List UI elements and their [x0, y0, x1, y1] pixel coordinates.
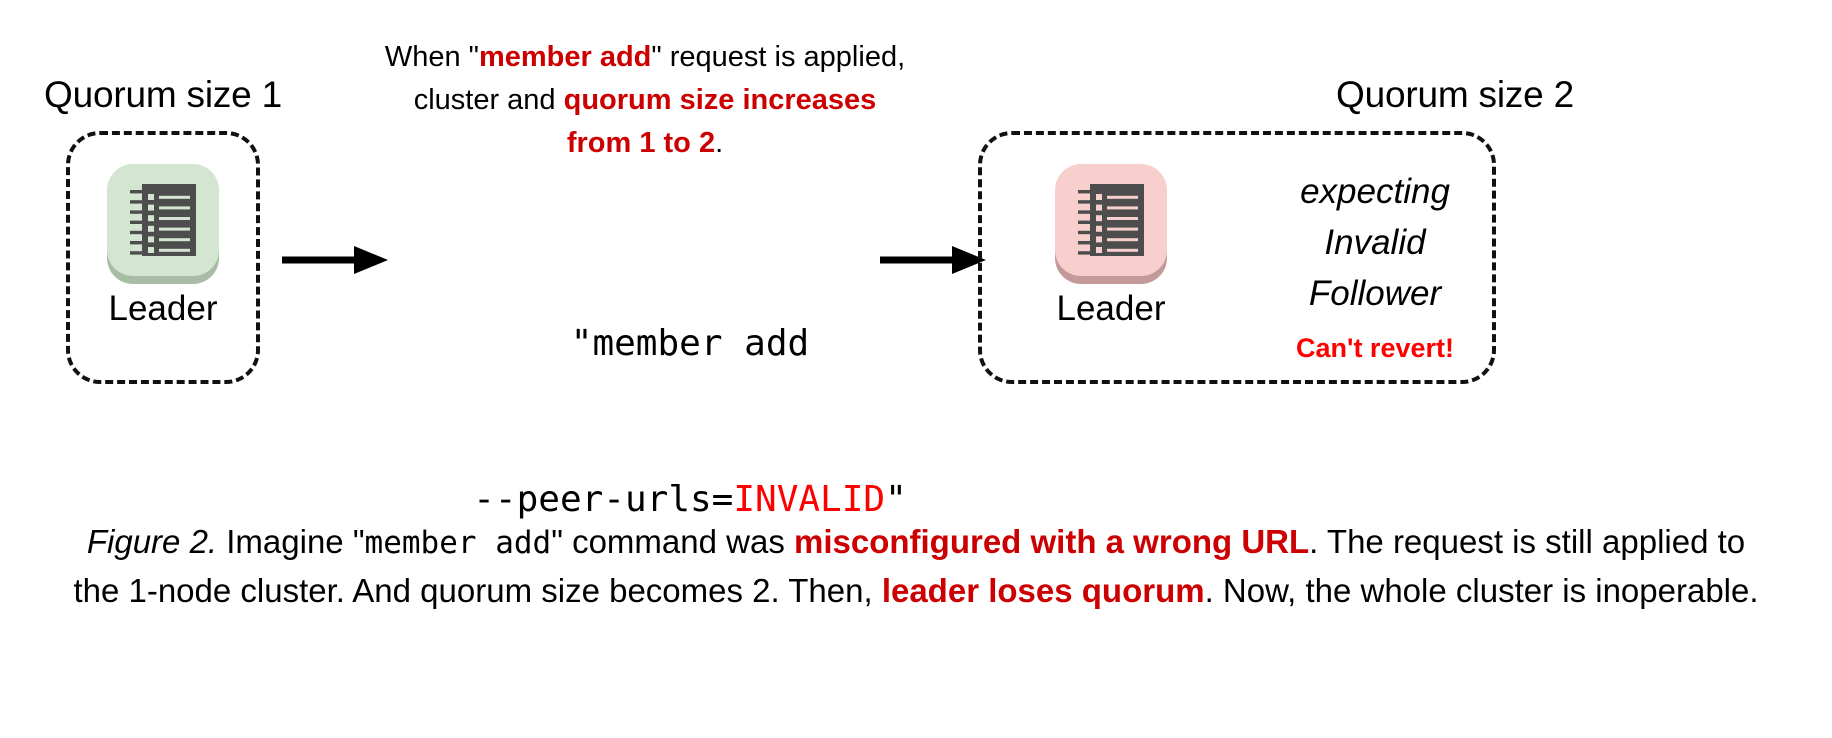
- note-highlight-quorum-increases: quorum size increases: [563, 84, 877, 116]
- expecting-line-3: Follower: [1308, 274, 1442, 313]
- note-highlight-member-add: member add: [478, 41, 652, 73]
- note-seg-1: When ": [384, 41, 479, 73]
- caption-part-4: . Now, the whole cluster is inoperable.: [1204, 572, 1759, 609]
- caption-mono-command: member add: [364, 525, 552, 561]
- command-prefix: --peer-urls=: [473, 479, 734, 520]
- figure-caption: Figure 2. Imagine "member add" command w…: [60, 518, 1772, 614]
- cluster-node-right: Leader: [1040, 160, 1182, 328]
- arrow-right-1: [280, 240, 392, 285]
- caption-part-1: Imagine ": [217, 523, 365, 560]
- note-seg-7: .: [715, 127, 724, 159]
- top-annotation: When "member add" request is applied, cl…: [330, 36, 960, 165]
- cluster-boundary-left: [66, 131, 260, 384]
- expecting-line-1: expecting: [1300, 172, 1450, 211]
- expecting-line-2: Invalid: [1324, 223, 1426, 262]
- node-icon-wrap-right: [1051, 160, 1171, 286]
- command-text: "member add --peer-urls=INVALID": [440, 214, 940, 630]
- arrow-right-2: [878, 240, 990, 285]
- command-suffix: ": [885, 479, 907, 520]
- notebook-icon: [1055, 164, 1167, 276]
- caption-highlight-loses-quorum: leader loses quorum: [881, 572, 1205, 609]
- cluster-boundary-right: [978, 131, 1496, 384]
- caption-part-2: " command was: [551, 523, 794, 560]
- quorum-size-label-right: Quorum size 2: [1336, 74, 1574, 115]
- command-line-1: "member add: [570, 323, 810, 364]
- figure-number: Figure 2.: [86, 523, 218, 560]
- caption-part-3: . The request is still applied to the 1-…: [73, 523, 1746, 609]
- note-highlight-from-1-to-2: from 1 to 2: [566, 127, 716, 159]
- node-label-left: Leader: [108, 289, 218, 328]
- cant-revert-warning: Can't revert!: [1296, 333, 1454, 363]
- node-label-right: Leader: [1056, 289, 1166, 328]
- caption-highlight-misconfigured: misconfigured with a wrong URL: [793, 523, 1310, 560]
- cluster-node-left: Leader: [92, 160, 234, 328]
- notebook-icon: [107, 164, 219, 276]
- note-seg-4: cluster and: [413, 84, 564, 116]
- node-icon-wrap-left: [103, 160, 223, 286]
- note-seg-3: " request is applied,: [651, 41, 906, 73]
- command-invalid-value: INVALID: [733, 479, 886, 520]
- expecting-follower-note: expecting Invalid Follower: [1255, 166, 1495, 319]
- quorum-size-label-left: Quorum size 1: [44, 74, 282, 115]
- command-line-2: --peer-urls=INVALID": [440, 474, 940, 526]
